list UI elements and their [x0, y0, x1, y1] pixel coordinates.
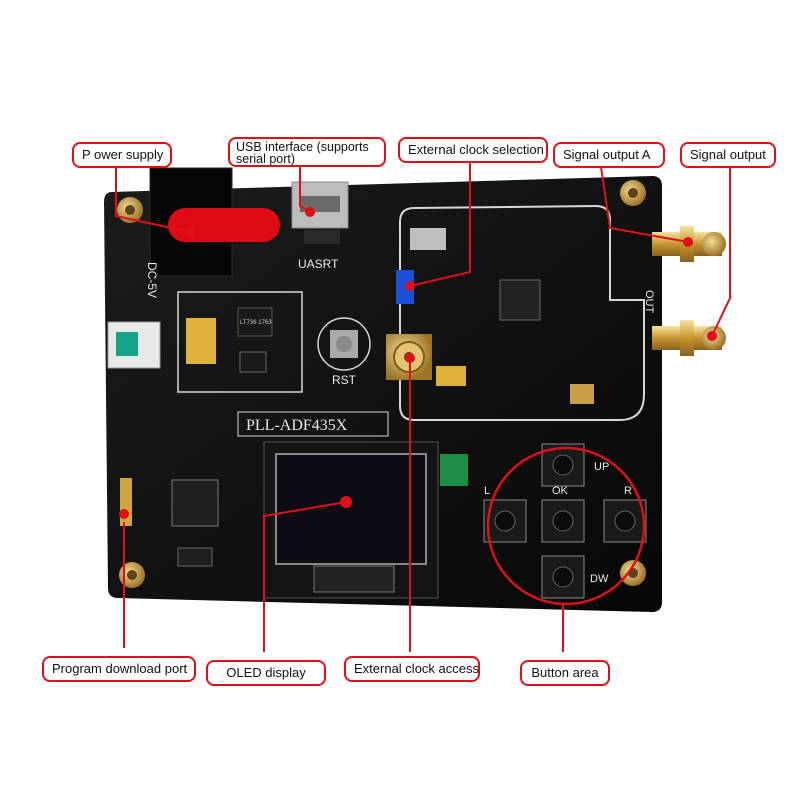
oled-display: [263, 441, 439, 599]
callout-markers: [115, 156, 731, 652]
button-ok-label: OK: [552, 485, 569, 497]
power-regulator-area: LT736 1763: [177, 291, 303, 393]
green-pad: [440, 454, 468, 486]
oled-display-callout: OLED display: [206, 660, 326, 686]
rst-button: RST: [317, 317, 371, 387]
power-switch: [107, 321, 161, 369]
rst-label: RST: [332, 373, 357, 387]
dc-input-label: DC-5V: [145, 262, 159, 298]
callout-dots: [119, 207, 717, 519]
mcu-chip: [171, 479, 219, 567]
uart-label: UASRT: [298, 257, 339, 271]
button-area-callout: Button area: [520, 660, 610, 686]
signal-output-a-callout: Signal output A: [553, 142, 665, 168]
button-down-label: DW: [590, 573, 609, 585]
rf-section: [396, 204, 645, 421]
button-area-circle: [486, 446, 646, 606]
power-supply-callout: P ower supply: [72, 142, 172, 168]
button-up-label: UP: [594, 461, 609, 473]
button-right-label: R: [624, 485, 632, 497]
chip-code: LT736 1763: [240, 320, 272, 326]
program-port: [120, 478, 132, 526]
button-cluster: UP L OK R DW: [483, 443, 647, 599]
model-label: PLL-ADF435X: [246, 417, 348, 434]
dc-power-jack: DC-5V: [145, 167, 280, 298]
external-clock-selection-callout: External clock selection: [398, 137, 548, 163]
button-left-label: L: [484, 485, 490, 497]
signal-output-callout: Signal output: [680, 142, 776, 168]
external-clock-access-callout: External clock access: [344, 656, 480, 682]
usb-interface-callout: USB interface (supports serial port): [228, 137, 386, 167]
output-sma-connectors: OUT: [643, 226, 726, 356]
out-label: OUT: [643, 290, 655, 314]
program-download-port-callout: Program download port: [42, 656, 196, 682]
usb-connector: UASRT: [291, 181, 349, 271]
